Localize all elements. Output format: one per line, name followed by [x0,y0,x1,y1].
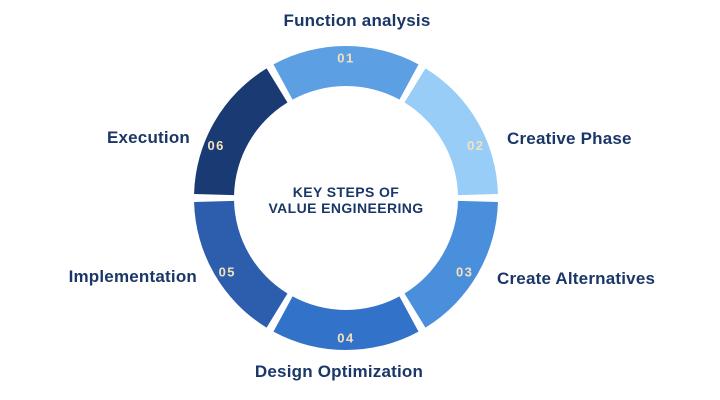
step-label-creative-phase: Creative Phase [507,129,632,148]
segment-04 [273,296,419,351]
step-label-implementation: Implementation [68,267,197,286]
center-title-line1: KEY STEPS OF [292,184,400,200]
segment-number-02: 02 [467,138,484,153]
step-label-design-optimization: Design Optimization [254,362,424,381]
segment-06 [194,68,288,196]
segment-05 [194,200,288,328]
center-title-line2: VALUE ENGINEERING [268,200,424,216]
segment-number-03: 03 [456,265,473,280]
segment-03 [404,200,498,328]
step-label-create-alternatives: Create Alternatives [497,269,656,288]
step-label-execution: Execution [106,128,190,147]
center-title: KEY STEPS OF VALUE ENGINEERING [216,184,476,216]
segment-number-01: 01 [337,51,354,66]
step-label-function-analysis: Function analysis [283,11,431,30]
segment-number-05: 05 [219,265,236,280]
segment-01 [273,45,419,100]
segment-02 [404,68,498,196]
segment-number-04: 04 [337,331,354,346]
segment-number-06: 06 [207,138,224,153]
